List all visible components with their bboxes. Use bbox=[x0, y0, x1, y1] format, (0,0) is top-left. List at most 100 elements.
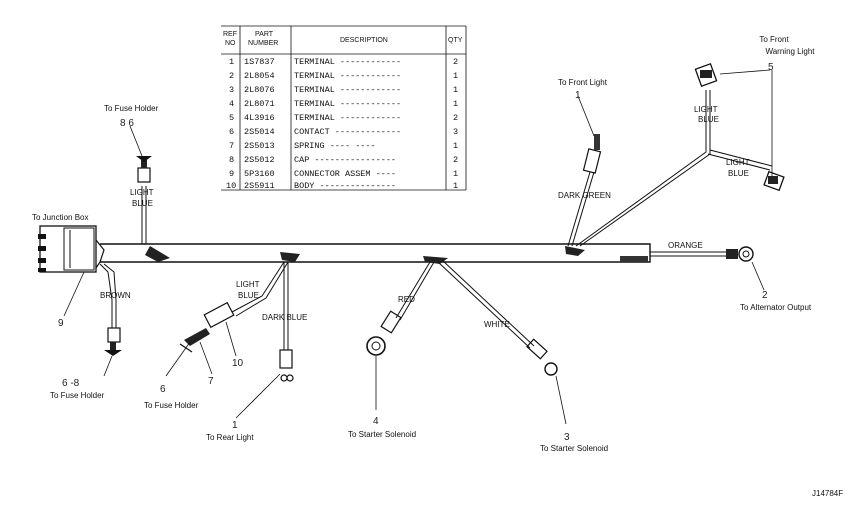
svg-text:1: 1 bbox=[453, 85, 458, 95]
label-to-starter-solenoid-3: To Starter Solenoid bbox=[540, 444, 608, 453]
label-dark-blue: DARK BLUE bbox=[262, 313, 307, 322]
table-header-ref-2: NO bbox=[225, 40, 236, 47]
svg-text:2S5911: 2S5911 bbox=[244, 181, 275, 191]
callout-6: 6 bbox=[160, 384, 166, 395]
table-row-2: 2 2L8054 TERMINAL ------------ 1 bbox=[229, 71, 458, 81]
dark-green-wire bbox=[567, 134, 602, 247]
svg-text:CAP ----------------: CAP ---------------- bbox=[294, 155, 396, 165]
svg-text:TERMINAL ------------: TERMINAL ------------ bbox=[294, 71, 401, 81]
label-to-fuse-holder-mid: To Fuse Holder bbox=[144, 401, 199, 410]
label-white: WHITE bbox=[484, 320, 510, 329]
label-to-front: To Front bbox=[759, 35, 789, 44]
label-red: RED bbox=[398, 295, 415, 304]
label-light-blue-4-a: LIGHT bbox=[236, 280, 260, 289]
callout-8-6: 8 6 bbox=[120, 118, 134, 129]
svg-text:1: 1 bbox=[453, 71, 458, 81]
svg-text:TERMINAL ------------: TERMINAL ------------ bbox=[294, 85, 401, 95]
parts-table: REF NO PART NUMBER DESCRIPTION QTY 1 1S7… bbox=[221, 25, 467, 191]
light-blue-warning-wires bbox=[575, 62, 785, 247]
label-dark-green: DARK GREEN bbox=[558, 191, 611, 200]
table-row-9: 9 5P3160 CONNECTOR ASSEM ---- 1 bbox=[229, 169, 458, 179]
svg-text:4: 4 bbox=[229, 99, 234, 109]
light-blue-fuse-wire bbox=[136, 156, 152, 244]
brown-fuse-wire bbox=[99, 263, 122, 356]
callout-2: 2 bbox=[762, 290, 768, 301]
label-to-rear-light: To Rear Light bbox=[206, 433, 254, 442]
figure-id: J14784F bbox=[812, 489, 843, 498]
table-header-qty: QTY bbox=[448, 37, 463, 44]
table-row-7: 7 2S5013 SPRING ---- ---- 1 bbox=[229, 141, 458, 151]
table-row-5: 5 4L3916 TERMINAL ------------ 2 bbox=[229, 113, 458, 123]
svg-text:CONNECTOR ASSEM ----: CONNECTOR ASSEM ---- bbox=[294, 169, 396, 179]
label-light-blue-2-a: LIGHT bbox=[694, 105, 718, 114]
callout-5: 5 bbox=[768, 62, 774, 73]
table-row-3: 3 2L8076 TERMINAL ------------ 1 bbox=[229, 85, 458, 95]
svg-text:2: 2 bbox=[229, 71, 234, 81]
svg-text:4L3916: 4L3916 bbox=[244, 113, 275, 123]
label-light-blue-3-a: LIGHT bbox=[726, 158, 750, 167]
table-row-1: 1 1S7837 TERMINAL ------------ 2 bbox=[229, 57, 458, 67]
svg-text:1: 1 bbox=[453, 99, 458, 109]
callout-1-top: 1 bbox=[575, 90, 581, 101]
main-harness bbox=[100, 243, 651, 264]
label-light-blue-3-b: BLUE bbox=[728, 169, 749, 178]
svg-text:5: 5 bbox=[229, 113, 234, 123]
svg-text:SPRING ---- ----: SPRING ---- ---- bbox=[294, 141, 376, 151]
table-header-ref-1: REF bbox=[223, 31, 237, 38]
svg-text:TERMINAL ------------: TERMINAL ------------ bbox=[294, 113, 401, 123]
label-to-front-light: To Front Light bbox=[558, 78, 608, 87]
callout-9: 9 bbox=[58, 318, 64, 329]
dark-blue-rear-wire bbox=[279, 262, 294, 382]
table-header-part-2: NUMBER bbox=[248, 40, 278, 47]
callout-1-bottom: 1 bbox=[232, 420, 238, 431]
label-to-junction-box: To Junction Box bbox=[32, 213, 88, 222]
svg-text:2L8054: 2L8054 bbox=[244, 71, 275, 81]
svg-text:5P3160: 5P3160 bbox=[244, 169, 275, 179]
svg-text:2S5014: 2S5014 bbox=[244, 127, 275, 137]
callout-3: 3 bbox=[564, 432, 570, 443]
svg-text:2: 2 bbox=[453, 113, 458, 123]
red-wire bbox=[366, 261, 435, 356]
label-brown: BROWN bbox=[100, 291, 131, 300]
svg-text:1S7837: 1S7837 bbox=[244, 57, 275, 67]
label-to-starter-solenoid-4: To Starter Solenoid bbox=[348, 430, 416, 439]
svg-text:10: 10 bbox=[226, 181, 236, 191]
svg-text:TERMINAL ------------: TERMINAL ------------ bbox=[294, 57, 401, 67]
junction-box-connector bbox=[38, 225, 105, 273]
svg-text:2L8076: 2L8076 bbox=[244, 85, 275, 95]
label-light-blue-1-b: BLUE bbox=[132, 199, 153, 208]
orange-wire bbox=[650, 246, 754, 262]
svg-text:3: 3 bbox=[229, 85, 234, 95]
svg-text:3: 3 bbox=[453, 127, 458, 137]
svg-text:1: 1 bbox=[229, 57, 234, 67]
table-row-8: 8 2S5012 CAP ---------------- 2 bbox=[229, 155, 458, 165]
label-warning-light: Warning Light bbox=[765, 47, 815, 56]
table-row-10: 10 2S5911 BODY --------------- 1 bbox=[226, 181, 458, 191]
svg-text:1: 1 bbox=[453, 181, 458, 191]
table-header-description: DESCRIPTION bbox=[340, 37, 388, 44]
label-to-fuse-holder-top: To Fuse Holder bbox=[104, 104, 159, 113]
callout-7: 7 bbox=[208, 376, 214, 387]
label-light-blue-4-b: BLUE bbox=[238, 291, 259, 300]
table-row-4: 4 2L8071 TERMINAL ------------ 1 bbox=[229, 99, 458, 109]
svg-text:1: 1 bbox=[453, 169, 458, 179]
svg-text:2: 2 bbox=[453, 155, 458, 165]
table-header-part-1: PART bbox=[255, 31, 274, 38]
svg-text:1: 1 bbox=[453, 141, 458, 151]
svg-text:6: 6 bbox=[229, 127, 234, 137]
svg-text:2: 2 bbox=[453, 57, 458, 67]
label-light-blue-1-a: LIGHT bbox=[130, 188, 154, 197]
svg-text:2S5012: 2S5012 bbox=[244, 155, 275, 165]
svg-text:7: 7 bbox=[229, 141, 234, 151]
white-wire bbox=[437, 259, 558, 376]
callout-10: 10 bbox=[232, 358, 244, 369]
label-orange: ORANGE bbox=[668, 241, 703, 250]
svg-text:8: 8 bbox=[229, 155, 234, 165]
callout-6-8: 6 -8 bbox=[62, 378, 80, 389]
svg-text:9: 9 bbox=[229, 169, 234, 179]
svg-text:CONTACT -------------: CONTACT ------------- bbox=[294, 127, 401, 137]
label-to-alternator: To Alternator Output bbox=[740, 303, 812, 312]
table-row-6: 6 2S5014 CONTACT ------------- 3 bbox=[229, 127, 458, 137]
callout-4: 4 bbox=[373, 416, 379, 427]
